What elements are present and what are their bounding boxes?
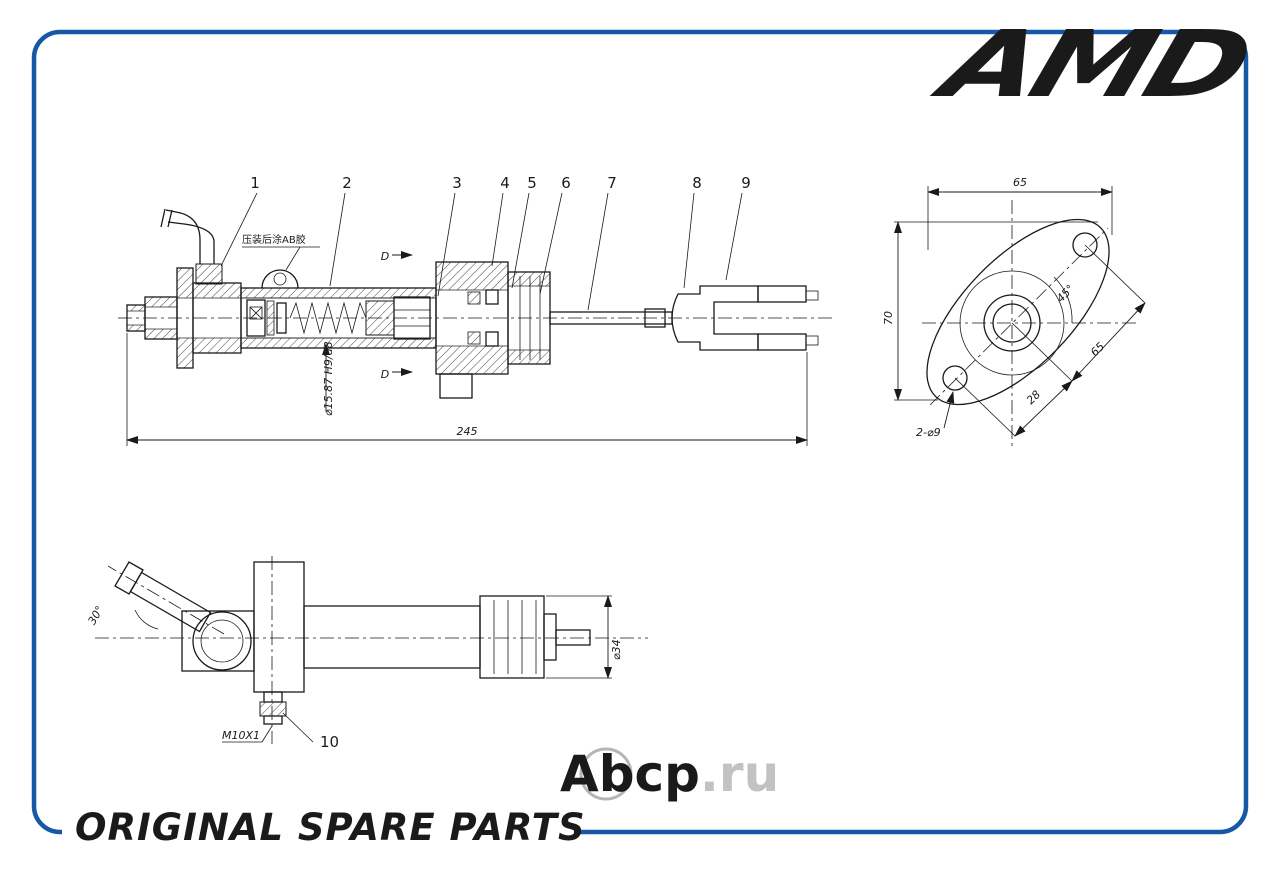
holes-callout: 2-⌀9 (916, 391, 955, 439)
thread-text: M10X1 (222, 729, 260, 742)
diagonal-dims: 28 65 (954, 244, 1146, 437)
watermark-text: Abcp.ru (560, 745, 779, 803)
page-border (31, 29, 1249, 835)
bore-dim-text: ⌀15.87 H9/d8 (322, 341, 335, 416)
center-bore-inner (992, 303, 1032, 343)
rear-housing (435, 261, 551, 399)
side-view: 30° ⌀34 M10X1 (85, 556, 648, 751)
bolt-hole-top (1072, 232, 1098, 258)
cylinder-body (176, 267, 437, 369)
piston-assembly (246, 296, 431, 340)
side-body (253, 561, 591, 693)
footer-line-break (62, 822, 574, 844)
center-bore-outer (983, 294, 1041, 352)
flange-width-text: 65 (1013, 176, 1027, 189)
flange-height-text: 70 (882, 311, 895, 325)
bleeder-port: M10X1 10 (222, 691, 339, 751)
flange-view: 65 70 45° 28 65 2-⌀9 (882, 176, 1146, 448)
section-marker-d: D D (381, 250, 413, 381)
port-angle-text: 30° (85, 604, 106, 627)
callout-7: 7 (607, 174, 617, 192)
callout-8: 8 (692, 174, 702, 192)
bore-dimension: ⌀15.87 H9/d8 (322, 341, 335, 416)
section-label-bottom: D (381, 368, 389, 381)
hole-offset-text: 28 (1024, 388, 1043, 407)
callouts: 1 2 3 4 5 6 7 8 9 (220, 174, 751, 311)
inlet-union (181, 610, 255, 672)
bolt-angle-dim: 45° (1053, 276, 1077, 324)
watermark-main: Abcp (560, 745, 700, 803)
callout-1: 1 (250, 174, 260, 192)
length-dimension: 245 (126, 333, 808, 446)
angled-inlet-port: 30° (85, 561, 225, 635)
reservoir-port (261, 269, 299, 289)
holes-text: 2-⌀9 (916, 426, 941, 439)
callout-2: 2 (342, 174, 352, 192)
assembly-note: 压装后涂AB胶 (242, 233, 320, 271)
push-rod-clevis (549, 285, 819, 351)
bolt-angle-text: 45° (1054, 282, 1077, 305)
inlet-pipe (160, 208, 223, 285)
main-section-view: 压装后涂AB胶 1 2 3 4 5 6 7 8 9 D (118, 174, 832, 446)
assembly-note-text: 压装后涂AB胶 (242, 233, 306, 246)
watermark-circle (579, 747, 633, 801)
bolt-hole-bottom (942, 365, 968, 391)
footer-slogan: ORIGINAL SPARE PARTS (75, 806, 586, 849)
callout-10: 10 (320, 733, 339, 751)
callout-9: 9 (741, 174, 751, 192)
flange-width-dim: 65 (927, 176, 1113, 250)
body-dia-text: ⌀34 (610, 639, 623, 660)
callout-3: 3 (452, 174, 462, 192)
watermark-suffix: .ru (700, 745, 779, 803)
flange-height-dim: 70 (882, 221, 1098, 401)
body-dia-dim: ⌀34 (546, 595, 623, 679)
length-dim-text: 245 (457, 425, 478, 438)
flange-outline (926, 218, 1110, 406)
flange-boss (959, 270, 1065, 376)
watermark: Abcp.ru (560, 745, 779, 803)
amd-logo: AMD (921, 11, 1260, 118)
footer: ORIGINAL SPARE PARTS (62, 806, 586, 849)
callout-6: 6 (561, 174, 571, 192)
section-label-top: D (381, 250, 389, 263)
callout-4: 4 (500, 174, 510, 192)
callout-5: 5 (527, 174, 537, 192)
hole-spacing-text: 65 (1088, 340, 1107, 359)
